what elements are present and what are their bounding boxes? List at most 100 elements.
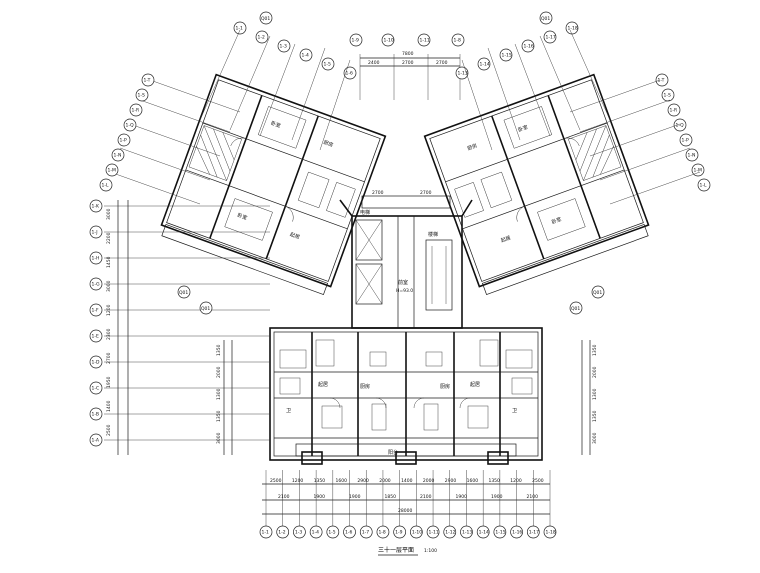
wing-right: 卧室 卧室 起居 厨房 [423,73,650,296]
bottom-axis-bubble-label: 1-18 [546,530,556,536]
bottom-axis-bubble-label: 1-14 [479,530,489,536]
left-wing-axis-bubble-circle [111,148,125,162]
left-axis-bubble: 1-K [89,199,103,213]
room-label-kitchen-right: 厨房 [440,383,450,390]
left-wing-axis-bubble-label: 1-L [102,183,109,189]
top-left-axis-bubble-label: 1-5 [324,62,331,68]
left-wing-axis-bubble-label: 1-S [138,93,145,99]
right-wing-axis-bubble: 1-T [655,73,669,87]
room-label-stair: 楼梯 [428,231,438,238]
bottom-axis-bubble: 1-10 [410,525,423,539]
ref-tag-top-right: Q01 [541,16,550,22]
left-axis-column: 1-K1-J1-H1-G1-F1-E1-D1-C1-B1-A1-T1-S1-R1… [89,73,270,455]
right-wing-axis-bubble-label: 1-N [688,153,696,159]
left-axis-bubble-label: 1-J [92,230,98,236]
ref-tag-right-2: Q01 [571,306,580,312]
left-wing-axis-bubble-label: 1-P [120,138,127,144]
room-label-living-right-wing: 起居 [500,235,511,244]
bottom-dim-row1: 1350 [488,478,500,484]
wing-left: 卧室 卧室 起居 厨房 [160,73,387,296]
room-label-bath: 卫 [286,408,291,414]
right-inner-dim: 1350 [592,410,598,422]
ref-tag-right-1: Q01 [593,290,602,296]
right-wing-axis-bubble-circle [679,133,693,147]
left-inner-dim: 2000 [216,366,222,378]
right-wing-axis-bubble-label: 1-T [658,78,665,84]
top-left-axis-bubble-circle [255,30,269,44]
bottom-axis-bubble-label: 1-13 [462,530,472,536]
left-wing-axis-bubble-label: 1-M [108,168,116,174]
bottom-axis-bubble-circle [510,525,523,539]
top-axis-bubble-label: 1-9 [352,38,359,44]
ref-tag-left-2: Q01 [201,306,210,312]
left-axis-bubble-circle [89,407,103,421]
bottom-axis-bubble: 1-15 [493,525,507,539]
left-axis-bubble-circle [89,199,103,213]
bottom-dim-row1: 2000 [423,478,435,484]
top-axis-bubble: 1-11 [417,33,431,47]
top-left-axis-bubble-label: 1-3 [280,44,287,50]
bottom-dim-row2: 1900 [314,494,326,500]
top-dim-2: 2700 [402,60,414,66]
top-right-axis-bubble: 1-13 [455,66,469,80]
right-wing-axis-bubble-circle [655,73,669,87]
left-axis-bubble-circle [89,355,103,369]
top-left-axis-bubble: 1-4 [299,48,313,62]
room-label-living-right: 起居 [470,382,480,388]
left-axis-bubble-label: 1-B [92,412,99,418]
top-dim-3: 2700 [436,60,448,66]
lower-block: 阳台 起居 起居 卫 卫 厨房 厨房 [269,327,543,465]
top-left-axis-bubble-circle [299,48,313,62]
bottom-axis-bubble-label: 1-3 [295,530,302,536]
right-wing-axis-bubble-label: 1-S [664,93,671,99]
top-left-axis-bubble-label: 1-4 [302,53,309,59]
top-dim-1: 2400 [368,60,380,66]
left-wing-axis-bubble: 1-L [99,178,113,192]
right-wing-axis-bubble: 1-L [697,178,711,192]
bottom-axis-bubble-circle [443,525,457,539]
bottom-dim-row1: 2000 [379,478,391,484]
right-wing-axis-bubble-circle [661,88,675,102]
top-left-axis-bubble-circle [277,39,291,53]
corridor-dim-right: 2700 [420,190,432,196]
left-axis-bubble-circle [89,225,103,239]
bottom-axis-bubble-circle [309,525,323,539]
bottom-dim-row1: 1350 [314,478,326,484]
right-wing-axis-bubble: 1-Q [673,118,687,132]
left-inner-dim: 1350 [216,344,222,356]
left-axis-bubble-label: 1-E [92,334,99,340]
left-axis-bubble-circle [89,381,103,395]
bottom-axis-bubble-circle [293,525,306,539]
right-wing-axis-bubble: 1-R [667,103,681,117]
left-wing-axis-bubble-circle [99,178,113,192]
bottom-axis-bubble: 1-2 [276,525,290,539]
left-axis-bubble-label: 1-A [92,438,100,444]
room-label-kitchen-left: 厨房 [322,139,334,149]
bottom-dim-row2: 2100 [527,494,539,500]
right-wing-axis-bubble-label: 1-M [694,168,702,174]
top-right-axis-bubble: 1-16 [521,39,535,53]
top-axis-bubble-label: 1-8 [454,38,461,44]
top-right-axis-bubble: 1-17 [543,30,557,44]
top-right-axis-bubble-label: 1-17 [546,35,556,41]
bottom-dim-row2: 1900 [456,494,468,500]
left-wing-axis-bubble-circle [105,163,119,177]
top-right-axis-bubble-label: 1-18 [568,26,578,32]
bottom-dim-row1: 2900 [445,478,457,484]
ref-tag-left-1: Q01 [179,290,188,296]
left-axis-bubble-label: 1-C [92,386,100,392]
top-left-axis-bubble-label: 1-6 [346,71,353,77]
top-left-axis-bubble: 1-2 [255,30,269,44]
left-inner-dim: 3000 [216,432,222,444]
room-label-bed-right-2: 卧室 [551,216,563,226]
bottom-axis-bubble-label: 1-8 [378,530,385,536]
radial-grid-right [461,29,701,205]
right-wing-axis-bubble-label: 1-P [682,138,689,144]
room-label-kitchen-right-wing: 厨房 [466,142,478,152]
left-wing-axis-bubble: 1-R [129,103,143,117]
right-wing-axis-bubble-circle [697,178,711,192]
bottom-axis-bubble-circle [376,525,390,539]
top-axis-bubble-circle [349,33,363,47]
bottom-axis-bubble-label: 1-4 [312,530,319,536]
